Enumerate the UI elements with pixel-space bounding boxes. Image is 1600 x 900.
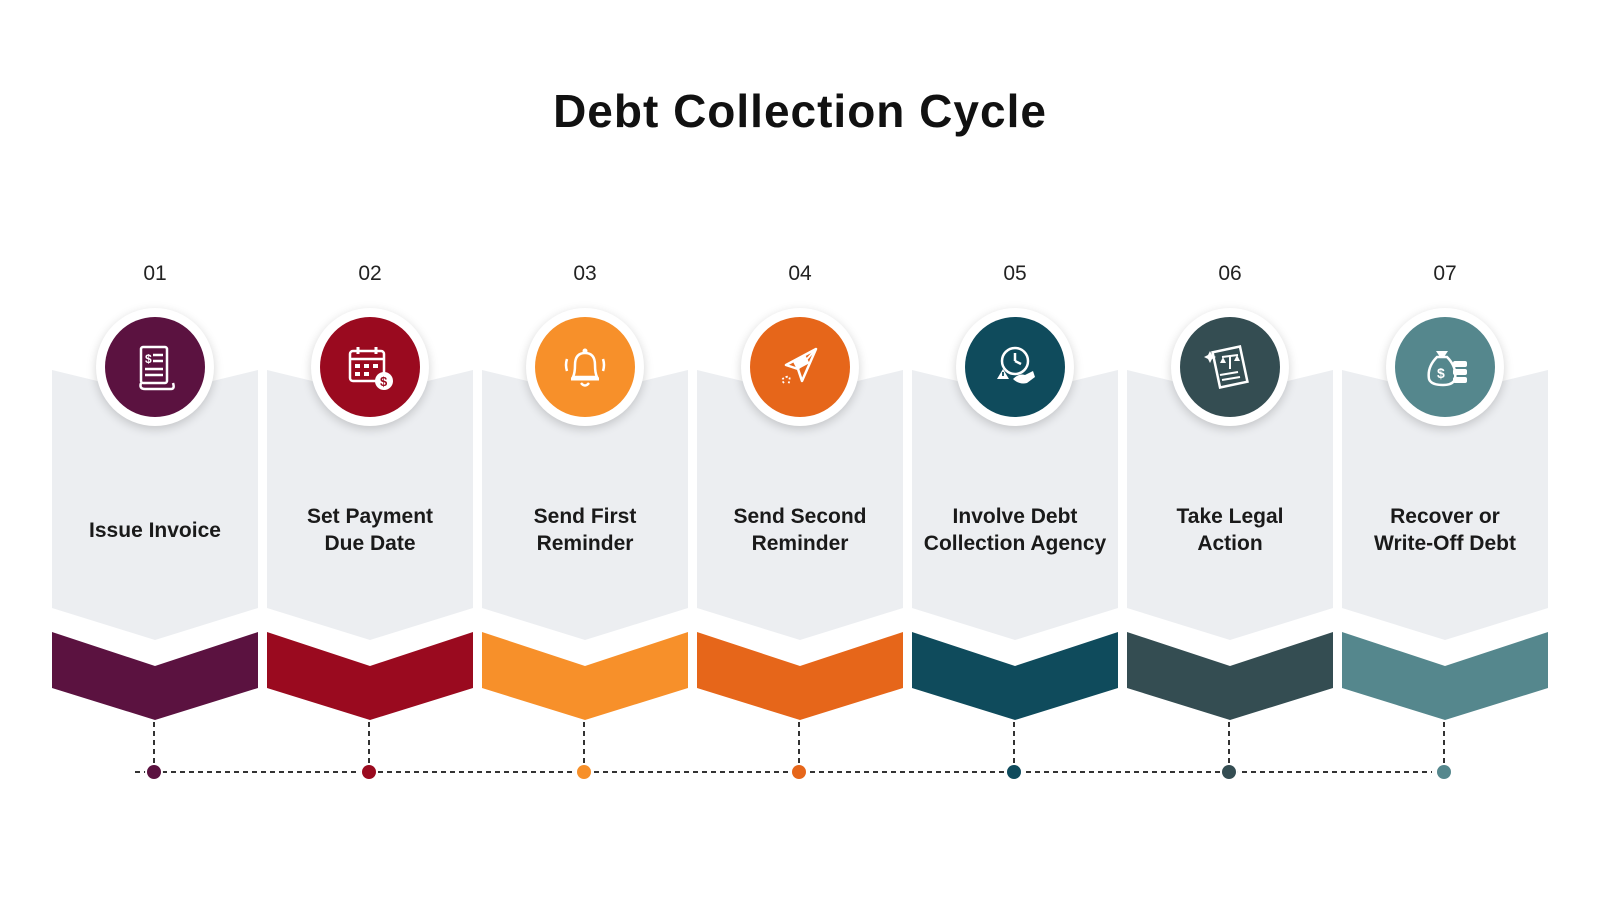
paper-plane-icon (781, 347, 818, 386)
bell-icon (564, 348, 606, 387)
svg-text:$: $ (380, 374, 388, 389)
step-icon-circle (1180, 317, 1280, 417)
step-icon-circle: $ (1395, 317, 1495, 417)
step-chevron (912, 632, 1118, 720)
step-number: 05 (1003, 262, 1027, 285)
step-number: 03 (573, 262, 597, 285)
step-chevron (1127, 632, 1333, 720)
step-card-body (912, 370, 1118, 640)
step-card (52, 370, 258, 720)
step-icon-badge (526, 308, 644, 426)
svg-text:$: $ (145, 352, 152, 366)
step-label-line2: Collection Agency (923, 532, 1107, 555)
step-icon-circle (750, 317, 850, 417)
step-label-line1: Involve Debt (952, 505, 1078, 528)
step-label-line1: Set Payment (306, 505, 434, 528)
step-label-line2: Reminder (751, 532, 849, 555)
step-card (267, 370, 473, 720)
step-07: 07 $ Recover or Write-Off Debt (1342, 0, 1548, 900)
step-card (912, 370, 1118, 720)
step-card-body (1127, 370, 1333, 640)
step-number: 01 (143, 262, 167, 285)
step-label-line2: Action (1197, 532, 1263, 555)
step-label-line1: Take Legal (1176, 505, 1284, 528)
step-number: 07 (1433, 262, 1457, 285)
step-number: 02 (358, 262, 382, 285)
step-icon-badge: $ (1386, 308, 1504, 426)
step-card-body (267, 370, 473, 640)
step-chevron (267, 632, 473, 720)
step-label-line1: Send Second (733, 505, 867, 528)
step-label-line1: Issue Invoice (89, 518, 221, 542)
step-card (482, 370, 688, 720)
step-number: 04 (788, 262, 812, 285)
money-bag-coins-icon: $ (1427, 351, 1467, 387)
step-label-line2: Reminder (536, 532, 634, 555)
step-icon-badge: $ (96, 308, 214, 426)
step-icon-circle (535, 317, 635, 417)
step-label: Recover or Write-Off Debt (1348, 500, 1542, 560)
step-chevron (1342, 632, 1548, 720)
step-icon-badge (956, 308, 1074, 426)
page-title: Debt Collection Cycle (553, 85, 1047, 137)
step-label-line2: Write-Off Debt (1374, 532, 1516, 555)
step-icon-circle (965, 317, 1065, 417)
step-icon-circle: $ (320, 317, 420, 417)
step-label-line1: Recover or (1390, 505, 1500, 528)
step-card (1342, 370, 1548, 720)
step-01: 01 $ Issue Invoice (52, 0, 258, 900)
step-icon-badge (1171, 308, 1289, 426)
step-card-body (482, 370, 688, 640)
calendar-dollar-icon: $ (348, 347, 393, 390)
step-card (1127, 370, 1333, 720)
step-chevron (482, 632, 688, 720)
step-card-body (52, 370, 258, 640)
legal-document-scales-icon (1204, 345, 1249, 389)
step-icon-badge (741, 308, 859, 426)
step-number: 06 (1218, 262, 1242, 285)
step-icon-badge: $ (311, 308, 429, 426)
invoice-icon: $ (139, 345, 175, 391)
step-label-line1: Send First (533, 505, 637, 528)
step-label: Issue Invoice (58, 500, 252, 560)
step-chevron (52, 632, 258, 720)
step-label-line2: Due Date (324, 532, 416, 555)
step-icon-circle: $ (105, 317, 205, 417)
step-card-body (697, 370, 903, 640)
clock-handshake-warning-icon (997, 346, 1035, 384)
svg-text:$: $ (1437, 365, 1445, 381)
step-card (697, 370, 903, 720)
step-chevron (697, 632, 903, 720)
step-card-body (1342, 370, 1548, 640)
